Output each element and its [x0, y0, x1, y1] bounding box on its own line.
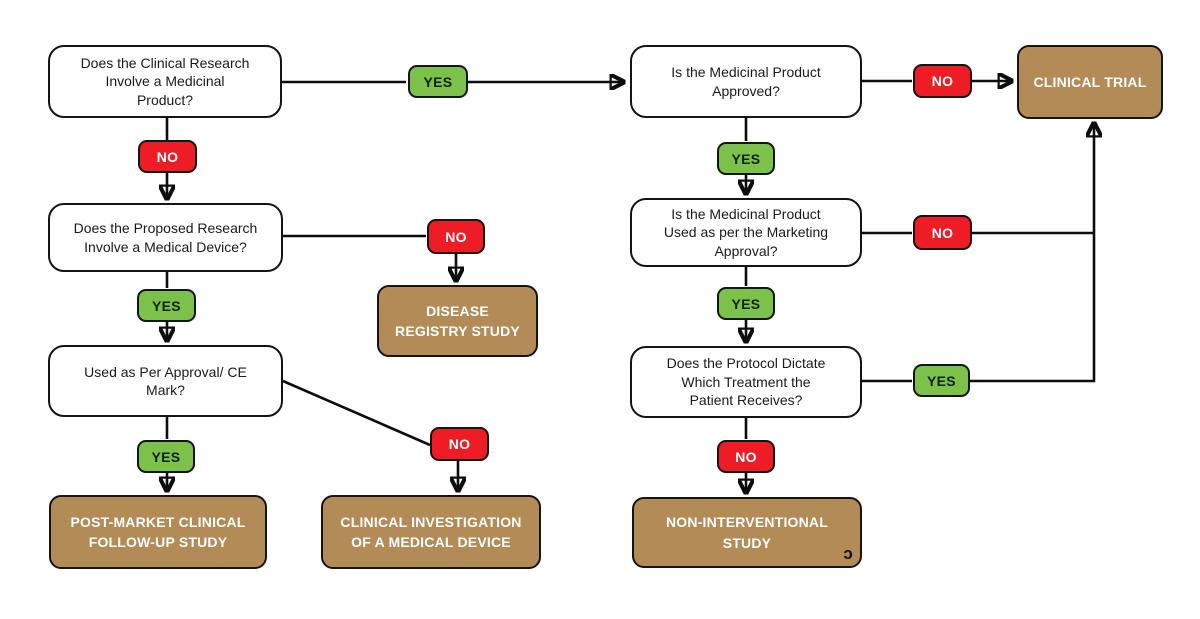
- badge-no-q3: NO: [427, 219, 485, 254]
- result-clinical-investigation-device: CLINICAL INVESTIGATION OF A MEDICAL DEVI…: [321, 495, 541, 569]
- badge-no-q1: NO: [138, 140, 197, 173]
- badge-no-q5: NO: [913, 215, 972, 250]
- question-per-approval-ce-mark: Used as Per Approval/ CE Mark?: [48, 345, 283, 417]
- badge-no-q4: NO: [430, 427, 489, 461]
- badge-yes-q6: YES: [913, 364, 970, 397]
- result-post-market-follow-up-study: POST-MARKET CLINICAL FOLLOW-UP STUDY: [49, 495, 267, 569]
- badge-yes-q1: YES: [408, 65, 468, 98]
- question-protocol-dictates-treatment: Does the Protocol Dictate Which Treatmen…: [630, 346, 862, 418]
- question-used-per-marketing-approval: Is the Medicinal Product Used as per the…: [630, 198, 862, 267]
- badge-yes-q2: YES: [717, 142, 775, 175]
- edge-q4-to-no-diagonal: [282, 379, 431, 447]
- question-medicinal-product: Does the Clinical Research Involve a Med…: [48, 45, 282, 118]
- result-clinical-trial: CLINICAL TRIAL: [1017, 45, 1163, 119]
- badge-yes-q3: YES: [137, 289, 196, 322]
- result-non-interventional-study: NON-INTERVENTIONAL STUDY ɔ: [632, 497, 862, 568]
- edge-yes-spine-to-clinical-trial: [970, 124, 1094, 383]
- badge-yes-q4: YES: [137, 440, 195, 473]
- badge-no-q2: NO: [913, 64, 972, 98]
- result-non-interventional-label: NON-INTERVENTIONAL STUDY: [665, 514, 828, 551]
- badge-yes-q5: YES: [717, 287, 775, 320]
- badge-no-q6: NO: [717, 440, 775, 473]
- question-product-approved: Is the Medicinal Product Approved?: [630, 45, 862, 118]
- watermark-swirl-icon: ɔ: [843, 544, 853, 564]
- result-disease-registry-study: DISEASE REGISTRY STUDY: [377, 285, 538, 357]
- question-medical-device: Does the Proposed Research Involve a Med…: [48, 203, 283, 272]
